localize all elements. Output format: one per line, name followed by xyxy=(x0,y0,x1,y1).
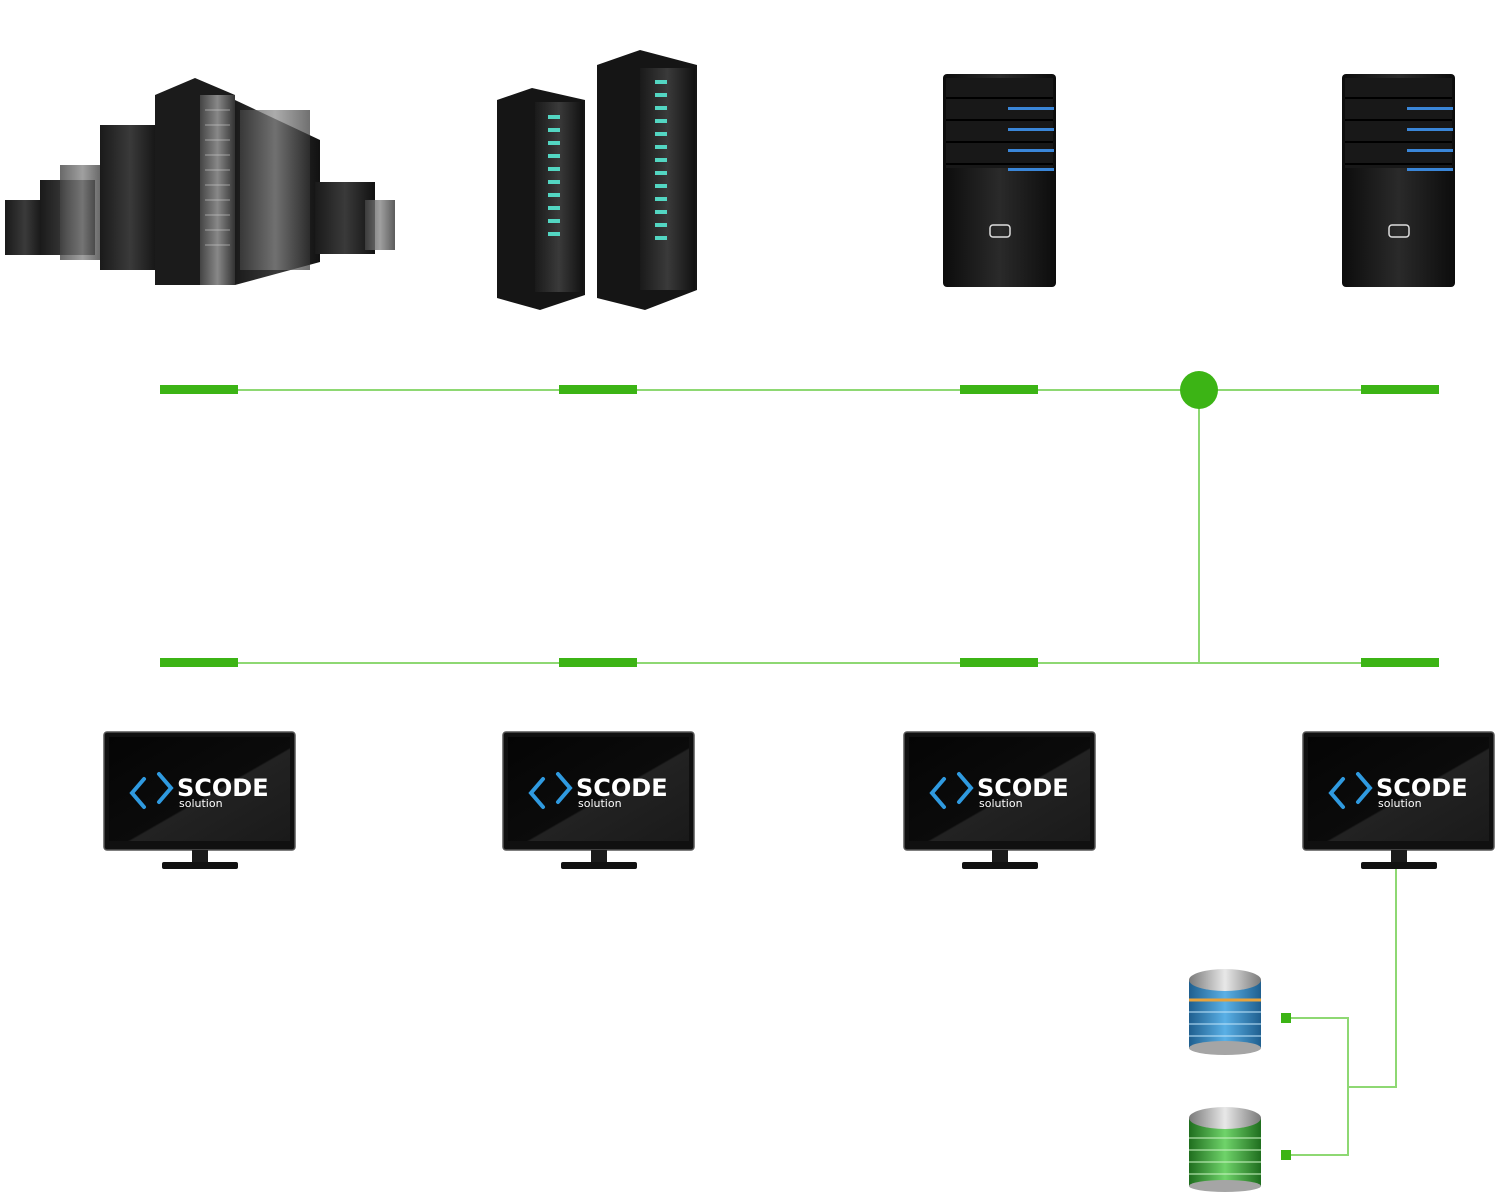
database-icon xyxy=(1189,1107,1261,1192)
monitor-brand: SCODE xyxy=(1376,774,1468,802)
server-rack-icon xyxy=(497,50,697,310)
monitor-brand: SCODE xyxy=(576,774,668,802)
connector-lines xyxy=(160,389,1439,1156)
monitor-brand-sub: solution xyxy=(578,797,622,810)
top-bus-endpoints xyxy=(160,385,1439,394)
server-farm-icon xyxy=(5,78,395,285)
database-icon xyxy=(1189,969,1261,1055)
tower-server-icon xyxy=(943,74,1056,287)
monitor-brand: SCODE xyxy=(977,774,1069,802)
bottom-bus-endpoints xyxy=(160,658,1439,667)
monitor-brand: SCODE xyxy=(177,774,269,802)
storage-endpoint xyxy=(1281,1013,1291,1023)
monitor-brand-sub: solution xyxy=(179,797,223,810)
monitor-brand-sub: solution xyxy=(1378,797,1422,810)
monitor-brand-sub: solution xyxy=(979,797,1023,810)
storage-endpoint xyxy=(1281,1150,1291,1160)
junction-node xyxy=(1180,371,1218,409)
tower-server-icon xyxy=(1342,74,1455,287)
